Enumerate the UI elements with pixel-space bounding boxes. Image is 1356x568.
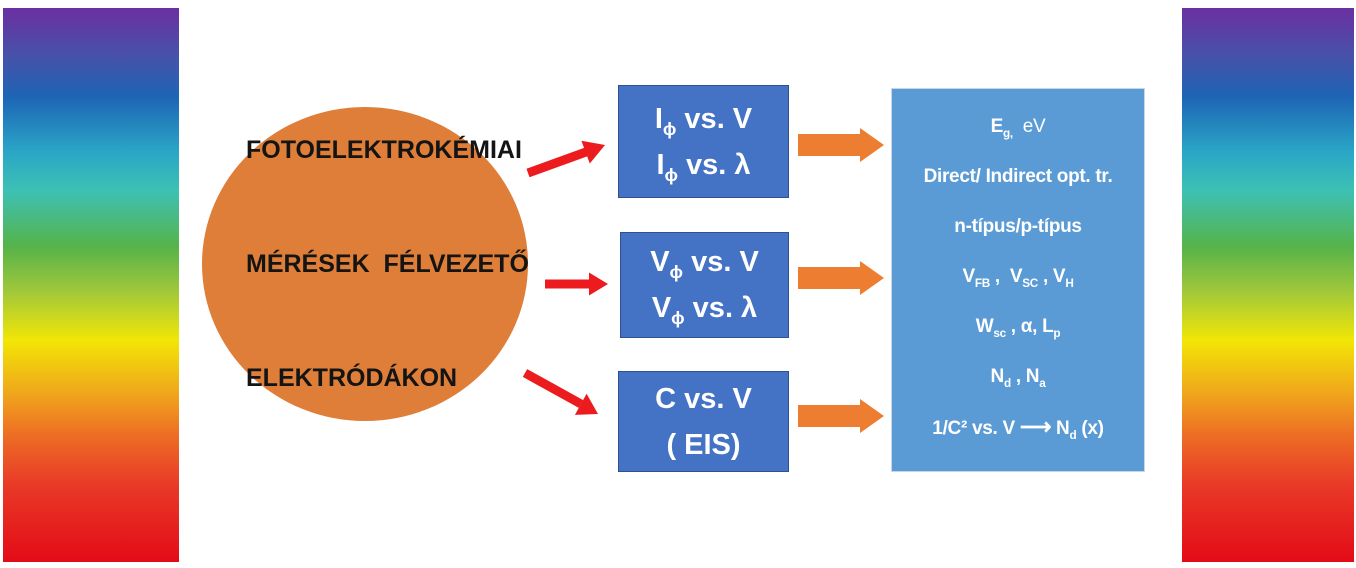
- rainbow-bar-right: [1182, 8, 1354, 562]
- results-box: Eg, eV Direct/ Indirect opt. tr. n-típus…: [891, 88, 1145, 472]
- main-topic-circle: FOTOELEKTROKÉMIAI MÉRÉSEK FÉLVEZETŐ ELEK…: [202, 107, 529, 421]
- result-line-type: n-típus/p-típus: [954, 216, 1082, 237]
- method-box-line: C vs. V: [655, 382, 752, 415]
- result-line-transition: Direct/ Indirect opt. tr.: [923, 166, 1113, 187]
- result-line-bandgap: Eg, eV: [990, 116, 1046, 140]
- main-topic-text: FOTOELEKTROKÉMIAI MÉRÉSEK FÉLVEZETŐ ELEK…: [202, 55, 529, 473]
- method-box-line: ( EIS): [666, 428, 741, 461]
- circle-line-1: FOTOELEKTROKÉMIAI: [246, 136, 522, 164]
- circle-line-3: ELEKTRÓDÁKON: [246, 364, 458, 392]
- red-arrow-middle: [545, 272, 608, 296]
- circle-line-2: MÉRÉSEK FÉLVEZETŐ: [246, 250, 529, 278]
- result-line-widths: Wsc , α, Lp: [975, 316, 1061, 340]
- result-line-mottschottky: 1/C² vs. V ⟶ Nd (x): [932, 414, 1104, 442]
- method-box-line: Iϕ vs. V: [654, 102, 753, 139]
- orange-arrow-top: [798, 128, 884, 162]
- method-box-capacitance: C vs. V ( EIS): [618, 371, 789, 472]
- method-box-photocurrent: Iϕ vs. V Iϕ vs. λ: [618, 85, 789, 198]
- result-line-potentials: VFB , VSC , VH: [962, 266, 1074, 290]
- method-box-line: Vϕ vs. V: [650, 246, 759, 282]
- red-arrow-bottom: [522, 369, 598, 415]
- method-box-photovoltage: Vϕ vs. V Vϕ vs. λ: [620, 232, 789, 338]
- rainbow-bar-left: [3, 8, 179, 562]
- method-box-line: Iϕ vs. λ: [656, 148, 751, 185]
- red-arrow-top: [526, 140, 605, 178]
- result-line-dopants: Nd , Na: [990, 366, 1046, 390]
- orange-arrow-bottom: [798, 399, 884, 433]
- method-box-line: Vϕ vs. λ: [651, 292, 758, 328]
- orange-arrow-middle: [798, 261, 884, 295]
